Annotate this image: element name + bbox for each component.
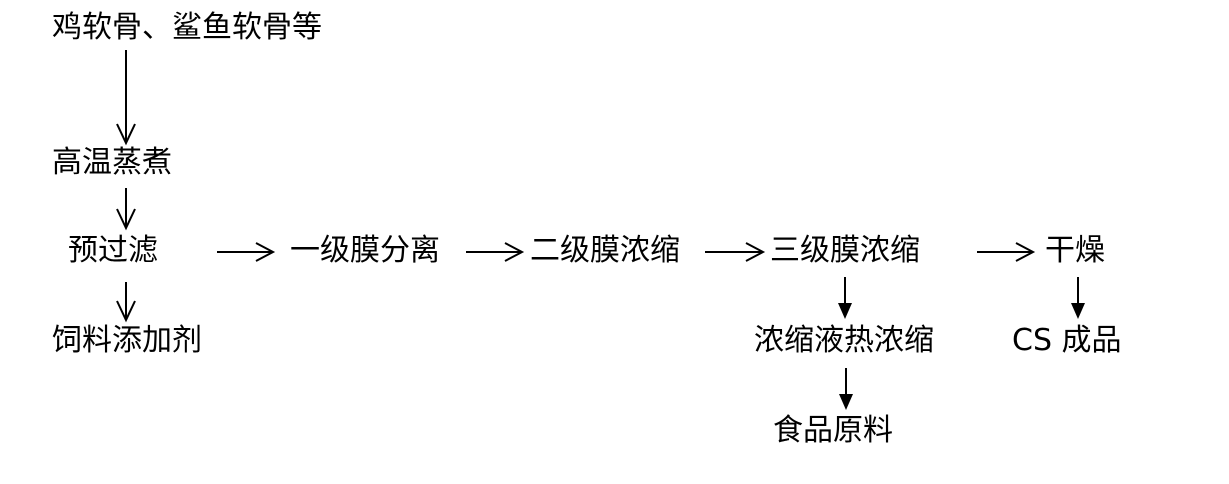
node-feed-additive: 饲料添加剂 (52, 323, 202, 358)
arrow-prefilter-to-membrane1 (217, 242, 276, 262)
node-high-temp-cooking: 高温蒸煮 (52, 145, 172, 180)
node-food-raw-material: 食品原料 (773, 413, 893, 448)
arrow-membrane1-to-membrane2 (466, 242, 525, 262)
arrow-cooking-to-prefilter (116, 188, 136, 231)
arrow-membrane3-to-heatconc (838, 277, 852, 319)
node-membrane-separation-1: 一级膜分离 (290, 233, 440, 268)
arrow-membrane3-to-drying (977, 242, 1036, 262)
arrow-raw-to-cooking (116, 50, 136, 146)
node-cs-product: CS 成品 (1012, 323, 1122, 358)
node-raw-material: 鸡软骨、鲨鱼软骨等 (52, 10, 322, 45)
node-drying: 干燥 (1045, 233, 1105, 268)
node-concentrate-heat-concentration: 浓缩液热浓缩 (754, 323, 934, 358)
arrow-drying-to-cs (1071, 277, 1085, 319)
node-membrane-concentration-2: 二级膜浓缩 (530, 233, 680, 268)
node-membrane-concentration-3: 三级膜浓缩 (770, 233, 920, 268)
node-prefiltration: 预过滤 (68, 233, 158, 268)
arrow-prefilter-to-feed (116, 282, 136, 323)
arrow-heatconc-to-food (839, 368, 853, 410)
arrow-membrane2-to-membrane3 (705, 242, 766, 262)
